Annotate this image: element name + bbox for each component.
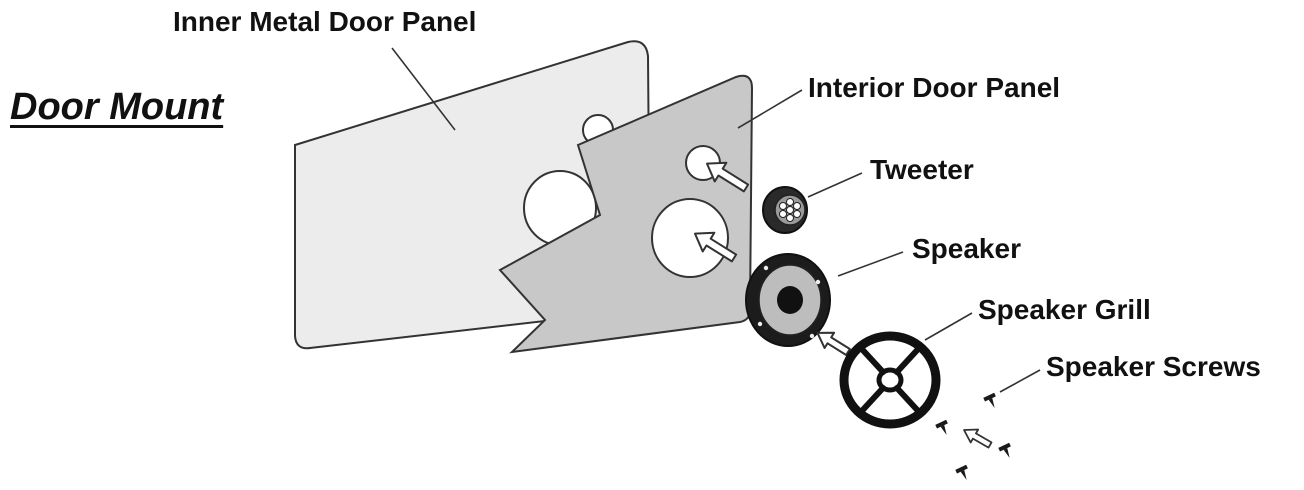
screw-icon (935, 419, 948, 435)
arrow-icon (705, 161, 750, 193)
leader-interior-door-panel (737, 89, 803, 129)
label-tweeter: Tweeter (870, 154, 974, 185)
interior-panel-large-hole (651, 198, 729, 278)
tweeter (762, 186, 808, 234)
speaker-grill (839, 331, 941, 429)
leader-tweeter (807, 172, 863, 198)
arrow-icon (816, 331, 851, 356)
label-interior-door-panel: Interior Door Panel (808, 72, 1061, 103)
speaker (745, 253, 831, 347)
screw-icon (983, 392, 996, 408)
label-speaker-screws: Speaker Screws (1046, 351, 1261, 382)
leader-speaker-screws (999, 369, 1041, 393)
leader-inner-metal-door-panel (391, 47, 456, 131)
leader-speaker-grill (924, 312, 973, 341)
page-title: Door Mount (10, 86, 224, 128)
label-inner-metal-door-panel: Inner Metal Door Panel (173, 6, 477, 37)
arrow-icon (963, 428, 993, 449)
leader-speaker (837, 251, 904, 277)
label-speaker-grill: Speaker Grill (978, 294, 1151, 325)
label-speaker: Speaker (912, 233, 1021, 264)
screw-icon (998, 442, 1011, 458)
screw-icon (955, 464, 968, 480)
arrow-icon (693, 231, 738, 263)
